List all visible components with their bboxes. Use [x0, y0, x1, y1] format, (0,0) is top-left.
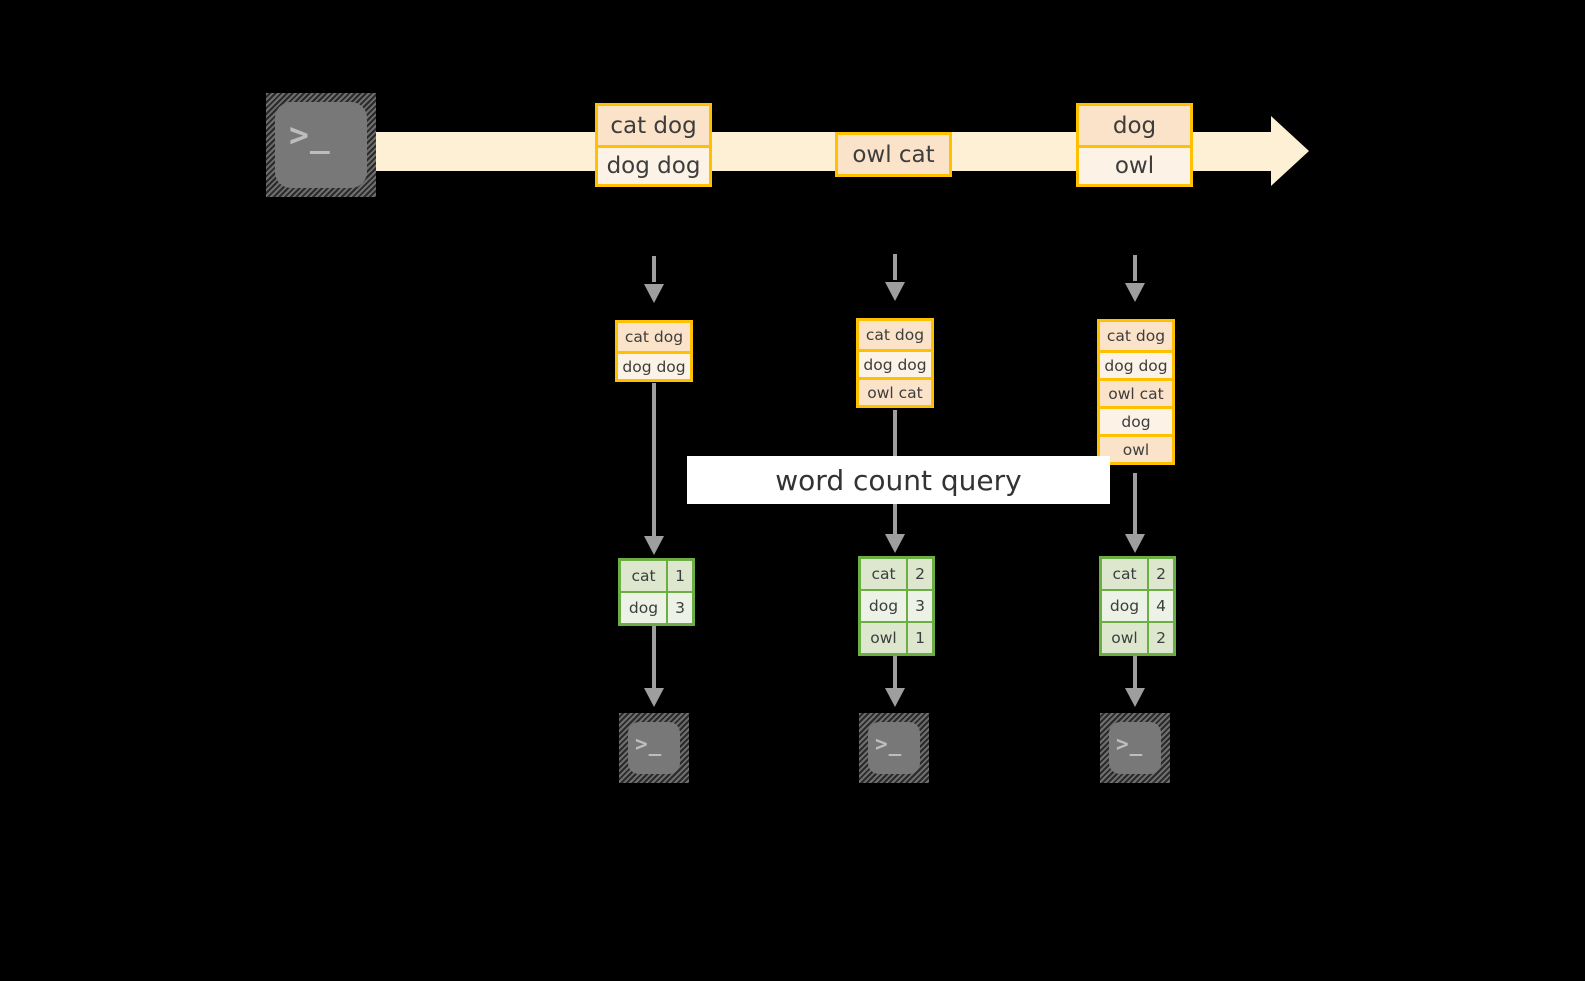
state-row: dog — [1100, 406, 1172, 434]
result-count: 1 — [906, 623, 932, 653]
terminal-prompt-glyph: >_ — [875, 732, 903, 756]
result-word: dog — [1102, 591, 1147, 621]
state-to-result-line — [1133, 473, 1137, 534]
state-to-result-arrowhead-icon — [644, 536, 664, 555]
state-row: cat dog — [859, 321, 931, 349]
state-row: cat dog — [1100, 322, 1172, 350]
stream-record-group: dog owl — [1076, 103, 1193, 187]
state-table: cat dog dog dog — [615, 320, 693, 382]
result-to-sink-arrowhead-icon — [644, 688, 664, 707]
stream-arrowhead-icon — [1271, 116, 1309, 186]
state-table: cat dog dog dog owl cat — [856, 318, 934, 408]
result-word: cat — [621, 561, 666, 591]
result-word: cat — [861, 559, 906, 589]
result-count: 3 — [666, 593, 692, 623]
result-row: cat 2 — [1102, 559, 1173, 589]
result-row: dog 4 — [1102, 589, 1173, 621]
result-word: dog — [861, 591, 906, 621]
result-to-sink-arrowhead-icon — [885, 688, 905, 707]
terminal-prompt-glyph: >_ — [635, 732, 663, 756]
state-to-result-line — [652, 383, 656, 536]
result-word: owl — [861, 623, 906, 653]
stream-to-state-dash — [652, 256, 656, 282]
state-table: cat dog dog dog owl cat dog owl — [1097, 319, 1175, 465]
result-count: 4 — [1147, 591, 1173, 621]
sink-terminal-icon[interactable]: >_ — [619, 713, 689, 783]
result-count: 3 — [906, 591, 932, 621]
result-row: owl 1 — [861, 621, 932, 653]
result-to-sink-line — [1133, 653, 1137, 688]
state-to-result-arrowhead-icon — [885, 534, 905, 553]
stream-record-line: dog dog — [598, 145, 709, 184]
result-count: 2 — [1147, 623, 1173, 653]
result-word: owl — [1102, 623, 1147, 653]
stream-record-group: owl cat — [835, 132, 952, 177]
result-count: 1 — [666, 561, 692, 591]
state-to-result-arrowhead-icon — [1125, 534, 1145, 553]
terminal-body: >_ — [628, 722, 680, 774]
stream-to-state-arrowhead-icon — [644, 284, 664, 303]
result-row: owl 2 — [1102, 621, 1173, 653]
state-row: owl cat — [1100, 378, 1172, 406]
query-label-band: word count query — [687, 456, 1110, 504]
stream-record-group: cat dog dog dog — [595, 103, 712, 187]
result-row: cat 2 — [861, 559, 932, 589]
state-row: owl cat — [859, 377, 931, 405]
terminal-body: >_ — [868, 722, 920, 774]
source-terminal-icon[interactable]: >_ — [266, 93, 376, 197]
state-row: dog dog — [859, 349, 931, 377]
stream-record-line: owl — [1079, 145, 1190, 184]
query-label: word count query — [775, 463, 1022, 497]
result-to-sink-line — [893, 653, 897, 688]
terminal-prompt-glyph: >_ — [289, 115, 331, 154]
terminal-prompt-glyph: >_ — [1116, 732, 1144, 756]
result-table: cat 1 dog 3 — [618, 558, 695, 626]
sink-terminal-icon[interactable]: >_ — [1100, 713, 1170, 783]
terminal-body: >_ — [1109, 722, 1161, 774]
result-row: dog 3 — [861, 589, 932, 621]
stream-record-line: owl cat — [838, 135, 949, 174]
state-row: dog dog — [618, 351, 690, 379]
result-row: cat 1 — [621, 561, 692, 591]
result-row: dog 3 — [621, 591, 692, 623]
stream-to-state-dash — [1133, 255, 1137, 281]
stream-to-state-arrowhead-icon — [1125, 283, 1145, 302]
state-row: dog dog — [1100, 350, 1172, 378]
result-to-sink-arrowhead-icon — [1125, 688, 1145, 707]
result-to-sink-line — [652, 625, 656, 688]
stream-record-line: cat dog — [598, 106, 709, 145]
result-count: 2 — [906, 559, 932, 589]
result-word: cat — [1102, 559, 1147, 589]
result-word: dog — [621, 593, 666, 623]
terminal-body: >_ — [275, 102, 367, 188]
result-table: cat 2 dog 4 owl 2 — [1099, 556, 1176, 656]
sink-terminal-icon[interactable]: >_ — [859, 713, 929, 783]
result-count: 2 — [1147, 559, 1173, 589]
result-table: cat 2 dog 3 owl 1 — [858, 556, 935, 656]
state-row: cat dog — [618, 323, 690, 351]
stream-to-state-arrowhead-icon — [885, 282, 905, 301]
stream-to-state-dash — [893, 254, 897, 280]
stream-record-line: dog — [1079, 106, 1190, 145]
state-row: owl — [1100, 434, 1172, 462]
